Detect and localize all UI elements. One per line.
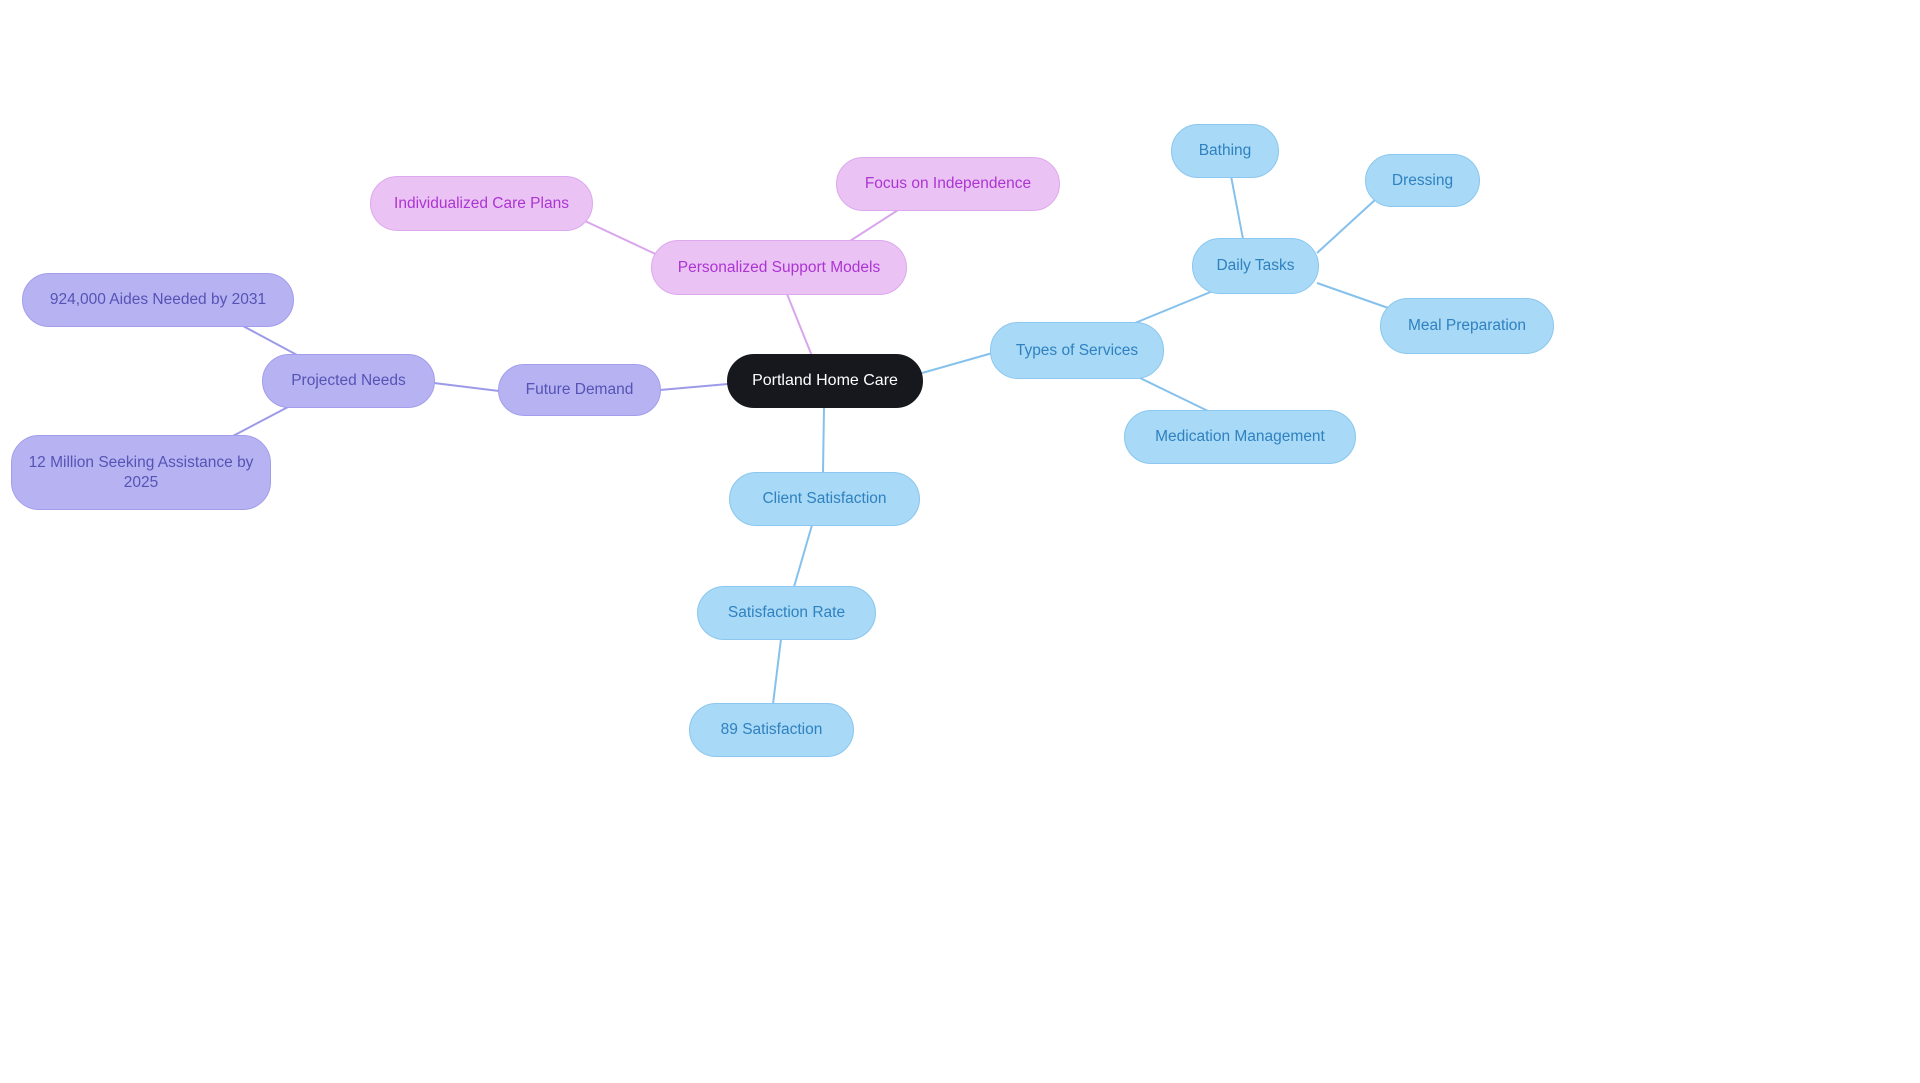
edge-root-to-types-of-services (921, 351, 997, 374)
edge-root-to-client-satisfaction (822, 406, 825, 474)
edge-future-demand-to-projected-needs (433, 382, 500, 392)
edge-root-to-personalized-support (786, 293, 813, 357)
edge-root-to-future-demand (659, 383, 729, 391)
edge-daily-tasks-to-bathing (1230, 175, 1244, 240)
node-client-satisfaction[interactable]: Client Satisfaction (729, 472, 920, 526)
node-focus-on-independence[interactable]: Focus on Independence (836, 157, 1060, 211)
node-daily-tasks[interactable]: Daily Tasks (1192, 238, 1319, 294)
node-meal-preparation[interactable]: Meal Preparation (1380, 298, 1554, 354)
edge-client-satisfaction-to-satisfaction-rate (793, 524, 813, 588)
node-personalized-support-models[interactable]: Personalized Support Models (651, 240, 907, 295)
node-89-satisfaction[interactable]: 89 Satisfaction (689, 703, 854, 757)
edge-satisfaction-rate-to-89-satisfaction (772, 638, 782, 705)
node-bathing[interactable]: Bathing (1171, 124, 1279, 178)
edge-projected-needs-to-assistance-2025 (230, 406, 289, 438)
node-projected-needs[interactable]: Projected Needs (262, 354, 435, 408)
node-future-demand[interactable]: Future Demand (498, 364, 661, 416)
node-medication-management[interactable]: Medication Management (1124, 410, 1356, 464)
edge-personalized-support-to-independence (849, 209, 899, 242)
node-root[interactable]: Portland Home Care (727, 354, 923, 408)
edge-types-of-services-to-medication-management (1139, 377, 1209, 412)
node-dressing[interactable]: Dressing (1365, 154, 1480, 207)
node-seeking-assistance-2025[interactable]: 12 Million Seeking Assistance by 2025 (11, 435, 271, 510)
node-satisfaction-rate[interactable]: Satisfaction Rate (697, 586, 876, 640)
node-types-of-services[interactable]: Types of Services (990, 322, 1164, 379)
edge-daily-tasks-to-meal-preparation (1316, 282, 1395, 311)
node-individualized-care-plans[interactable]: Individualized Care Plans (370, 176, 593, 231)
edge-daily-tasks-to-dressing (1316, 198, 1377, 254)
edge-types-of-services-to-daily-tasks (1134, 290, 1214, 324)
node-aides-needed-2031[interactable]: 924,000 Aides Needed by 2031 (22, 273, 294, 327)
edge-personalized-support-to-care-plans (584, 220, 665, 259)
edge-projected-needs-to-aides-2031 (242, 325, 298, 356)
